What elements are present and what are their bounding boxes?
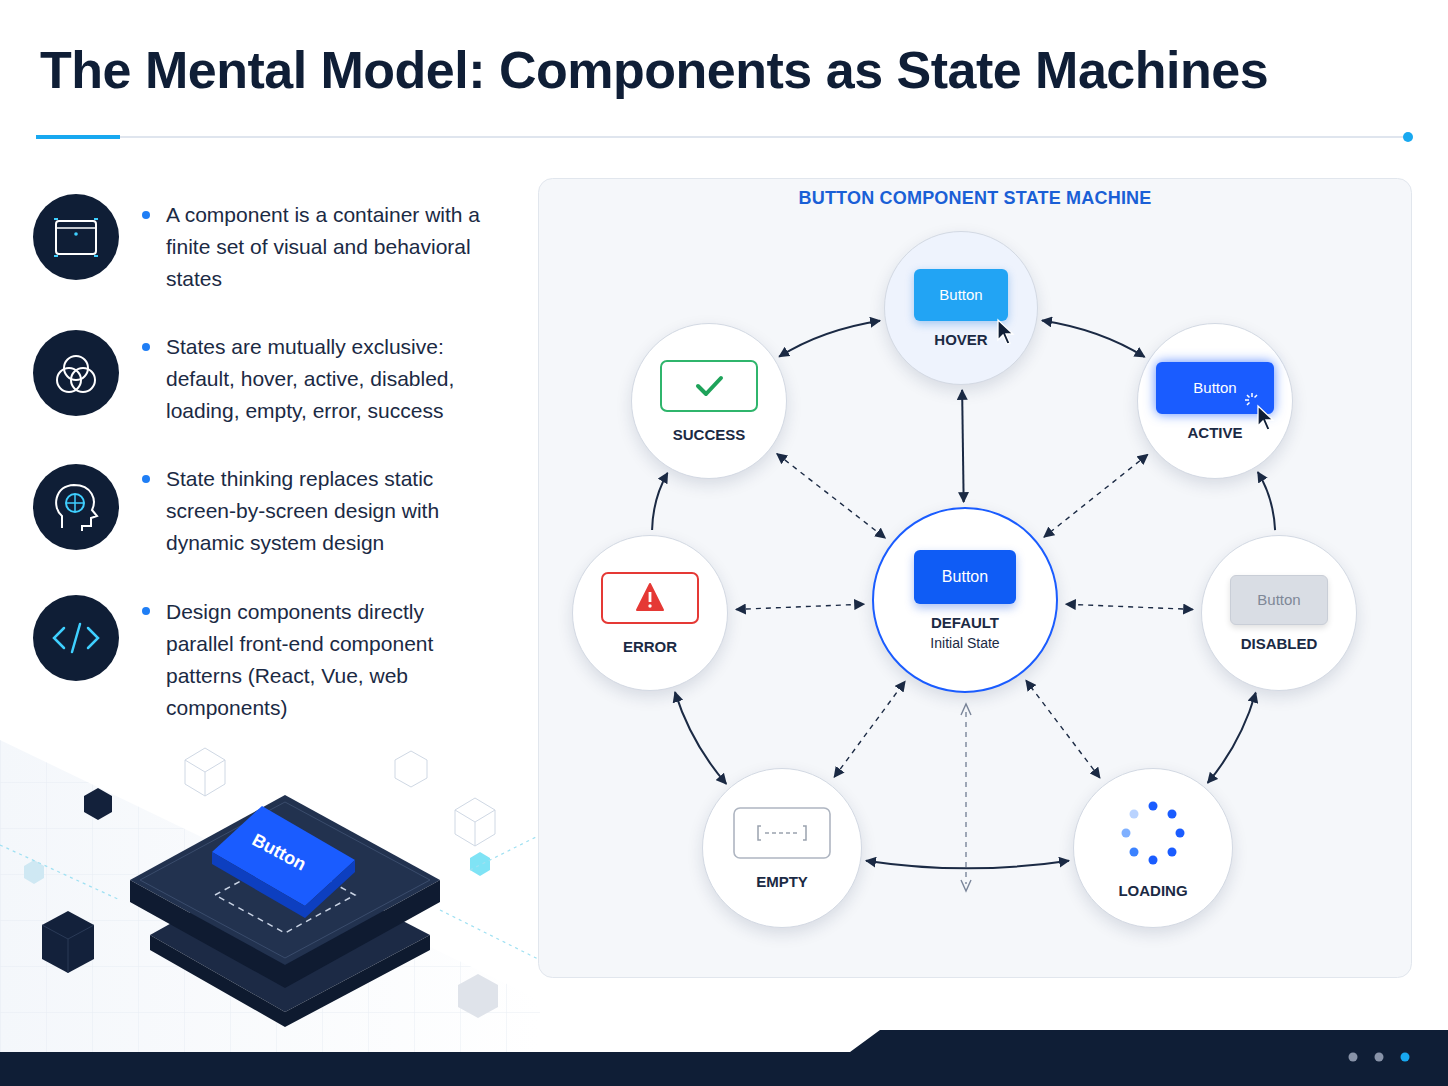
state-icon bbox=[660, 360, 758, 416]
dashed-vertical-arrow bbox=[961, 704, 971, 891]
state-label: EMPTY bbox=[756, 873, 808, 890]
title-accent bbox=[36, 135, 120, 139]
button-sample: Button bbox=[1156, 362, 1274, 414]
click-spark bbox=[1244, 392, 1260, 408]
panel-title: BUTTON COMPONENT STATE MACHINE bbox=[538, 188, 1412, 209]
cube bbox=[42, 911, 94, 973]
state-circle: ButtonHOVER bbox=[884, 231, 1038, 385]
page-dot bbox=[1375, 1053, 1384, 1062]
transition-arrow bbox=[866, 861, 1069, 869]
state-circle: EMPTY bbox=[702, 768, 862, 928]
state-circle: ERROR bbox=[572, 535, 728, 691]
dashed-transition bbox=[1066, 604, 1193, 609]
dashed-transition bbox=[834, 681, 905, 777]
state-circle: LOADING bbox=[1073, 768, 1233, 928]
bullet-text: Design components directly parallel fron… bbox=[166, 596, 496, 724]
cube bbox=[458, 974, 498, 1018]
transition-arrow bbox=[652, 473, 667, 530]
state-label: DEFAULT bbox=[931, 614, 999, 631]
transition-arrow bbox=[1042, 320, 1145, 357]
transition-arrow bbox=[1258, 472, 1275, 530]
state-machine-panel: BUTTON COMPONENT STATE MACHINEButtonHOVE… bbox=[538, 178, 1412, 978]
grid bbox=[0, 740, 540, 1052]
bullet-icons bbox=[33, 194, 119, 681]
cursor-icon bbox=[1256, 404, 1278, 432]
dashed-transition bbox=[777, 454, 885, 538]
state-icon bbox=[1118, 798, 1188, 872]
state-label: DISABLED bbox=[1241, 635, 1318, 652]
ground bbox=[0, 740, 540, 1052]
bullet-dots bbox=[142, 211, 150, 615]
dashed-transition bbox=[736, 604, 864, 609]
rule-dot bbox=[1403, 132, 1413, 142]
panel-ground bbox=[539, 179, 1412, 978]
state-label: HOVER bbox=[934, 331, 987, 348]
cube bbox=[24, 860, 44, 884]
cursor-icon bbox=[996, 318, 1018, 346]
button-sample: Button bbox=[1230, 575, 1328, 625]
state-label: ACTIVE bbox=[1187, 424, 1242, 441]
slide-title: The Mental Model: Components as State Ma… bbox=[40, 40, 1268, 100]
dashed-transition bbox=[1026, 680, 1100, 777]
state-sublabel: Initial State bbox=[930, 635, 999, 651]
page-dot bbox=[1401, 1053, 1410, 1062]
page-dot bbox=[1349, 1053, 1358, 1062]
cube bbox=[84, 788, 112, 820]
state-circle: ButtonDISABLED bbox=[1201, 535, 1357, 691]
bullet-text: A component is a container with a finite… bbox=[166, 199, 496, 295]
state-label: SUCCESS bbox=[673, 426, 746, 443]
state-circle: ButtonACTIVE bbox=[1137, 323, 1293, 479]
cube bbox=[470, 852, 490, 876]
platform-illustration bbox=[130, 795, 440, 1027]
button-sample: Button bbox=[914, 269, 1008, 321]
transition-arrow bbox=[779, 321, 880, 357]
state-circle: SUCCESS bbox=[631, 323, 787, 479]
transition-arrow bbox=[675, 692, 726, 784]
title-rule bbox=[120, 136, 1406, 138]
bullet-text: State thinking replaces static screen-by… bbox=[166, 463, 496, 559]
state-icon bbox=[733, 807, 831, 863]
state-label: LOADING bbox=[1118, 882, 1187, 899]
state-label: ERROR bbox=[623, 638, 677, 655]
bullet-text: States are mutually exclusive: default, … bbox=[166, 331, 496, 427]
dashed-transition bbox=[1044, 455, 1148, 538]
state-icon bbox=[601, 572, 699, 628]
button-sample: Button bbox=[914, 550, 1016, 604]
footer-band bbox=[0, 1030, 1448, 1086]
transition-arrow bbox=[962, 390, 964, 502]
transition-arrow bbox=[1208, 693, 1256, 783]
state-circle: ButtonDEFAULT Initial State bbox=[872, 507, 1058, 693]
